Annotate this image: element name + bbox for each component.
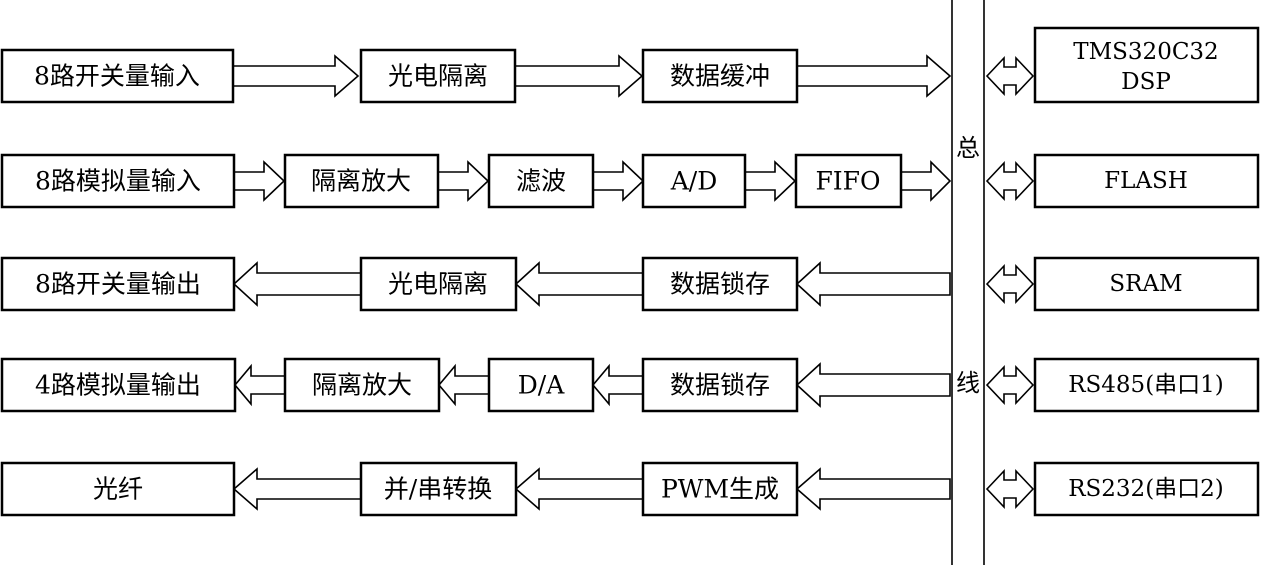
arrow-r2-1 xyxy=(233,160,286,202)
arrow-r2-5 xyxy=(900,160,952,202)
parallel-serial-box xyxy=(359,461,518,517)
arrow-r3-1 xyxy=(795,261,951,307)
bus-peripheral-links xyxy=(985,55,1035,510)
sram-box xyxy=(1033,256,1260,312)
digital-output-box xyxy=(0,256,236,312)
dac-label: D/A xyxy=(518,371,565,400)
arrow-r1-2 xyxy=(514,54,644,98)
analog-output-box xyxy=(0,357,237,413)
digital-output-label: 8路开关量输出 xyxy=(35,270,201,299)
arrow-r2-2 xyxy=(437,160,490,202)
dsp-label-line2: DSP xyxy=(1121,69,1171,95)
data-buffer-label: 数据缓冲 xyxy=(670,62,770,91)
arrow-r4-2 xyxy=(591,363,644,407)
rs485-box xyxy=(1033,357,1260,413)
data-latch-box xyxy=(641,256,799,312)
arrow-r2-3 xyxy=(592,160,645,202)
digital-input-label: 8路开关量输入 xyxy=(34,62,200,91)
rs232-label: RS232(串口2) xyxy=(1068,476,1224,502)
opto-isolation-out-box xyxy=(359,256,518,312)
arrow-r1-3 xyxy=(796,54,952,98)
data-latch-out-box xyxy=(641,357,799,413)
dsp-label-line1: TMS320C32 xyxy=(1073,39,1218,65)
flash-box xyxy=(1033,153,1260,209)
data-latch-out-label: 数据锁存 xyxy=(670,371,770,400)
bidir-arrow-rs485 xyxy=(985,364,1035,406)
row-digital-input: 8路开关量输入 光电隔离 数据缓冲 xyxy=(0,48,952,104)
opto-isolation-label: 光电隔离 xyxy=(388,62,488,91)
arrow-r5-2 xyxy=(514,467,644,511)
rs485-label: RS485(串口1) xyxy=(1068,372,1224,398)
isolation-amplifier-out-box xyxy=(283,357,441,413)
row-analog-input: 8路模拟量输入 隔离放大 滤波 A/D FIFO xyxy=(0,153,952,209)
parallel-serial-label: 并/串转换 xyxy=(384,475,492,504)
pwm-generator-label: PWM生成 xyxy=(661,475,779,504)
arrow-r2-4 xyxy=(744,160,797,202)
arrow-r3-3 xyxy=(232,261,362,307)
adc-label: A/D xyxy=(670,167,718,196)
opto-isolation-box xyxy=(359,48,517,104)
fifo-label: FIFO xyxy=(815,167,880,196)
arrow-r5-3 xyxy=(232,467,362,511)
row-fiber-output: 光纤 并/串转换 PWM生成 xyxy=(0,461,951,517)
rs232-box xyxy=(1033,461,1260,517)
fiber-box xyxy=(0,461,236,517)
arrow-r4-3 xyxy=(437,363,490,407)
arrow-r5-1 xyxy=(795,467,951,511)
fifo-box xyxy=(794,153,903,209)
pwm-generator-box xyxy=(641,461,799,517)
digital-input-box xyxy=(0,48,235,104)
arrow-r4-4 xyxy=(233,363,286,407)
dac-box xyxy=(487,357,595,413)
opto-isolation-out-label: 光电隔离 xyxy=(388,270,488,299)
flash-label: FLASH xyxy=(1104,168,1188,194)
dsp-box xyxy=(1033,26,1260,104)
bidir-arrow-rs232 xyxy=(985,468,1035,510)
sram-label: SRAM xyxy=(1109,271,1182,297)
peripherals: TMS320C32 DSP FLASH SRAM RS485(串口1) RS23… xyxy=(1033,26,1260,517)
analog-input-label: 8路模拟量输入 xyxy=(35,167,201,196)
fiber-label: 光纤 xyxy=(93,475,143,504)
data-latch-label: 数据锁存 xyxy=(670,270,770,299)
analog-input-box xyxy=(0,153,236,209)
bus-label-top: 总 xyxy=(956,134,980,162)
isolation-amplifier-box xyxy=(283,153,440,209)
isolation-amplifier-out-label: 隔离放大 xyxy=(312,371,412,400)
analog-output-label: 4路模拟量输出 xyxy=(35,371,201,400)
adc-box xyxy=(641,153,747,209)
arrow-r3-2 xyxy=(514,261,644,307)
filter-box xyxy=(487,153,595,209)
bidir-arrow-sram xyxy=(985,263,1035,305)
isolation-amplifier-label: 隔离放大 xyxy=(311,167,411,196)
bidir-arrow-dsp xyxy=(985,55,1035,97)
filter-label: 滤波 xyxy=(516,167,566,196)
bidir-arrow-flash xyxy=(985,160,1035,202)
bus-label-bottom: 线 xyxy=(956,369,980,397)
arrow-r4-1 xyxy=(795,362,951,408)
data-buffer-box xyxy=(641,48,799,104)
arrow-r1-1 xyxy=(232,54,360,98)
row-digital-output: 8路开关量输出 光电隔离 数据锁存 xyxy=(0,256,951,312)
row-analog-output: 4路模拟量输出 隔离放大 D/A 数据锁存 xyxy=(0,357,951,413)
